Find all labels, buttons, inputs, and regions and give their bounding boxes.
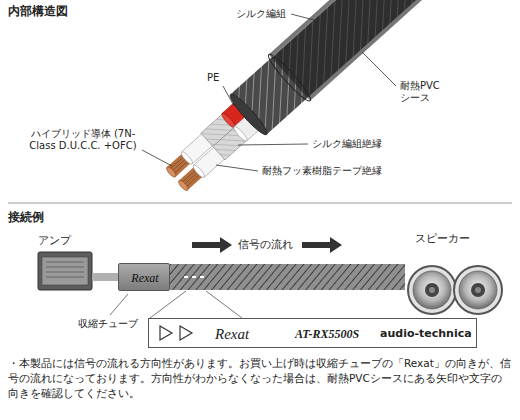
leader-line [362, 52, 396, 86]
callout-label: 耐熱PVC シース [400, 80, 452, 104]
pe-end [232, 125, 248, 142]
amp-fin [46, 267, 84, 268]
maker-name: audio-technica [380, 327, 472, 340]
bracket-line [150, 291, 186, 318]
flow-arrow [302, 237, 342, 253]
leader-line [216, 165, 258, 171]
amplifier: アンプ [36, 234, 92, 292]
tape-end [180, 150, 194, 165]
model-number: AT-RX5500S [295, 327, 359, 341]
brand-logo: Rexat [215, 325, 249, 343]
flow-arrow [192, 237, 232, 253]
flow-label: 信号の流れ [238, 238, 293, 251]
amplifier-body [38, 252, 92, 290]
conductor-end [165, 165, 177, 178]
node-label: スピーカー [415, 232, 470, 245]
speaker [454, 266, 502, 314]
cable-dash [184, 276, 188, 278]
amp-fin [46, 277, 84, 278]
braid-end [227, 91, 271, 138]
cable-marking: Rexat AT-RX5500S audio-technica [148, 318, 477, 348]
section-heading: 接続例 [8, 210, 44, 224]
amp-fin [46, 262, 84, 263]
cable-dash [200, 276, 204, 278]
sheath-end [265, 51, 314, 104]
leader-lines [142, 14, 396, 171]
speaker-cable [170, 264, 405, 290]
brand-logo: Rexat [131, 271, 158, 285]
amp-face [42, 257, 88, 285]
speaker [408, 266, 456, 314]
speaker-pair: スピーカー [405, 232, 505, 318]
amp-wire [92, 273, 118, 281]
callout-label: シルク編組絶縁 [312, 138, 382, 150]
speaker-dome [471, 283, 485, 297]
leader-line [110, 294, 128, 315]
direction-triangle [180, 326, 192, 340]
leader-line [238, 144, 308, 145]
speaker-cone [459, 271, 497, 309]
direction-marks [160, 326, 192, 340]
speaker-cap [429, 287, 435, 293]
signal-arrows [192, 237, 342, 253]
direction-triangle [160, 326, 172, 340]
callout-label: シルク編組 [236, 8, 286, 20]
bracket-line [206, 291, 242, 318]
callout-label: ハイブリッド導体 (7N-Class D.U.C.C. +OFC) [28, 128, 138, 152]
speaker-cap [475, 287, 481, 293]
cable-cutaway [155, 0, 433, 203]
speaker-frame [408, 266, 456, 314]
cable-dash [192, 276, 196, 278]
leader-line [291, 14, 318, 21]
amp-fin [46, 272, 84, 273]
note-text: ・本製品には信号の流れる方向性があります。お買い上げ時は収縮チューブの「Rexa… [8, 356, 512, 402]
speaker-frame [454, 266, 502, 314]
callout-label: PE [207, 72, 219, 84]
leader-line [223, 86, 234, 106]
node-label: アンプ [38, 234, 71, 247]
sheath-highlight [273, 0, 394, 56]
divider [8, 203, 512, 204]
amp-case [38, 252, 92, 290]
conductor-end [177, 179, 189, 192]
callout-bracket [110, 291, 242, 318]
section-heading: 内部構造図 [8, 4, 68, 18]
speaker-cone [413, 271, 451, 309]
cable-dashes [184, 276, 204, 278]
tape-end [192, 164, 206, 179]
shrink-tube: Rexat [118, 263, 170, 291]
callout-label: 収縮チューブ [78, 318, 138, 330]
callout-label: 耐熱フッ素樹脂テープ絶縁 [262, 165, 382, 177]
leader-line [142, 150, 172, 166]
speaker-dome [425, 283, 439, 297]
